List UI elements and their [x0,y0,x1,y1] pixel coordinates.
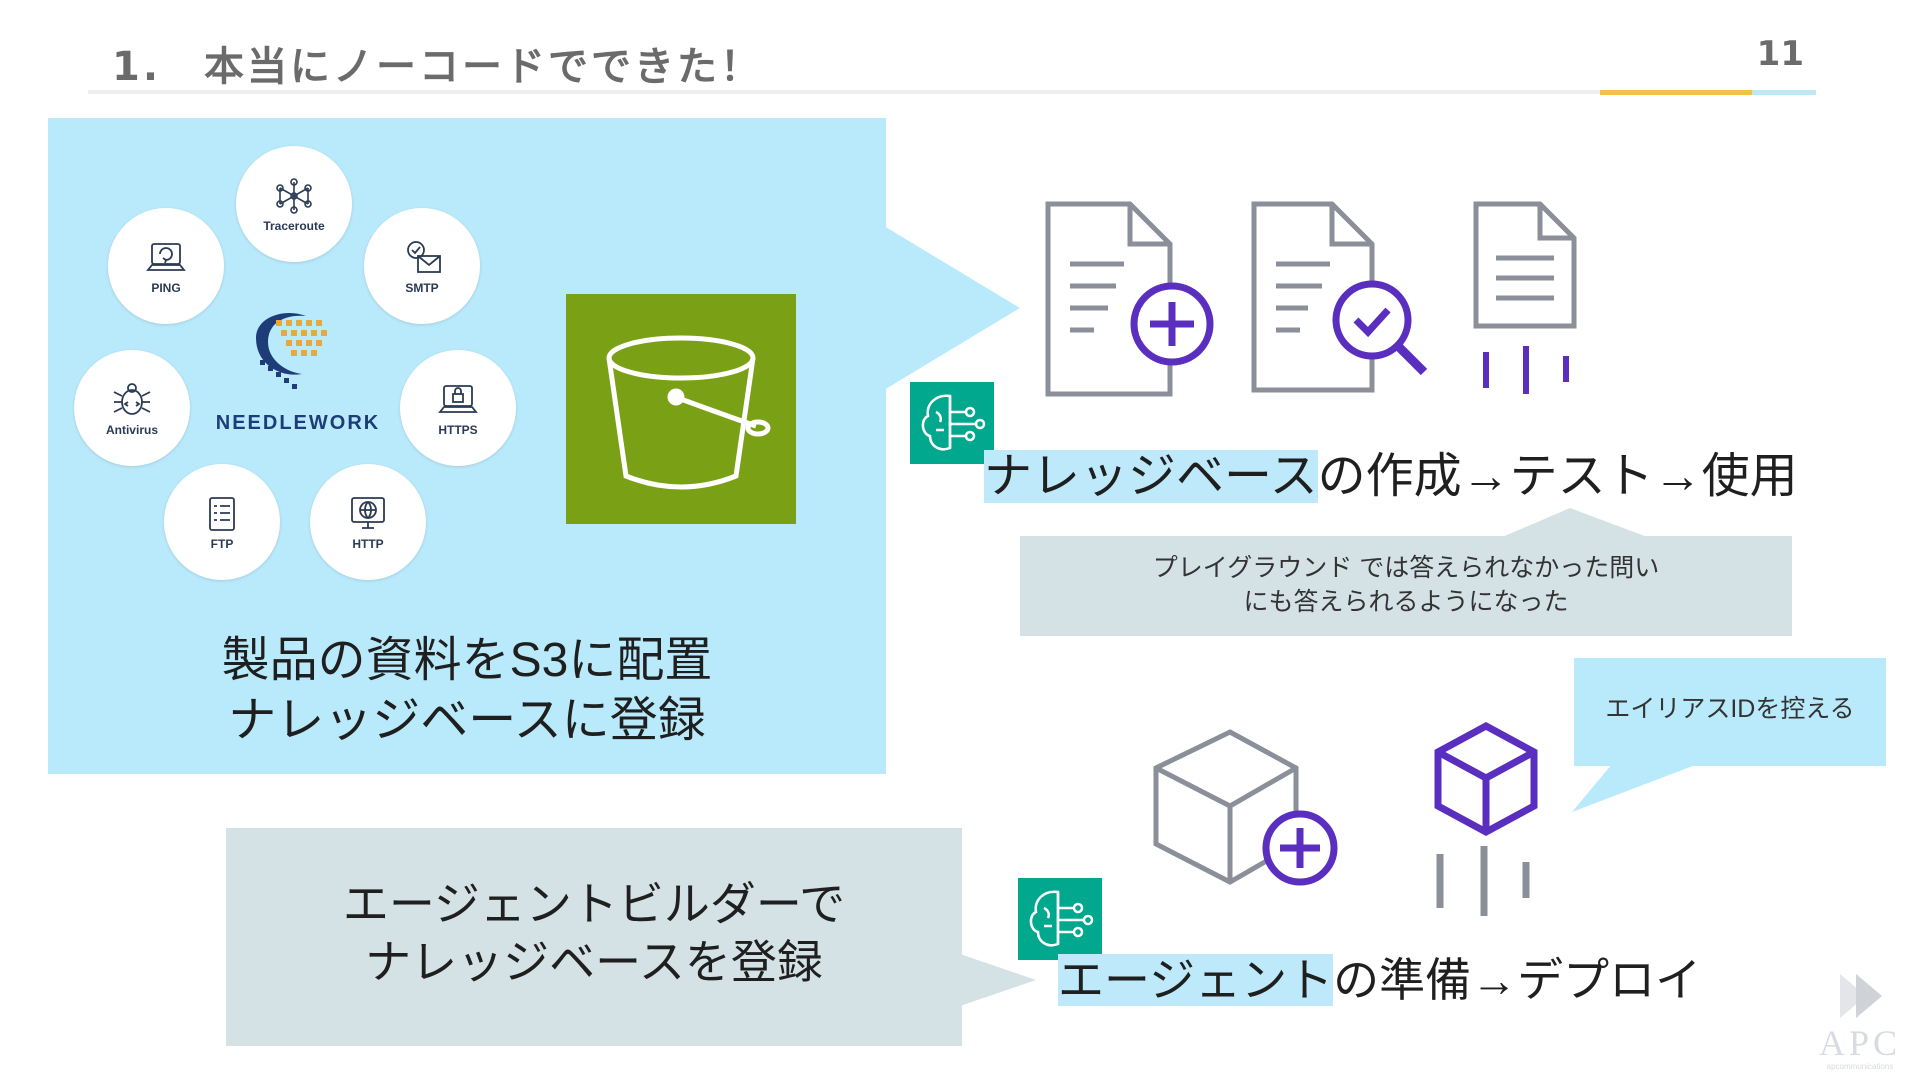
bedrock-tile-upper [910,382,994,464]
kb-note-line1: プレイグラウンド では答えられなかった問い [1152,554,1660,582]
header-rule [88,90,1816,94]
mail-check-icon [407,240,441,273]
network-icon [276,177,312,214]
apc-logo-text: APC [1818,1023,1902,1063]
kb-note-box [1020,536,1792,636]
s3-bucket-icon [606,335,771,490]
builder-callout-pointer [960,954,1036,1006]
needlework-logo-icon [256,312,327,389]
file-list-icon [209,496,235,531]
laptop-refresh-icon [146,242,186,271]
apc-arrow-icon [1840,974,1882,1018]
protocol-ping: PING [108,208,224,324]
needlework-logo-text: NEEDLEWORK [215,412,381,434]
builder-line2: ナレッジベースを登録 [365,936,823,988]
kb-flow-heading: ナレッジベースの作成→テスト→使用 [984,446,1798,508]
kb-note-line2: にも答えられるようになった [1243,588,1569,616]
header-rule-accent-yellow [1600,90,1752,95]
alias-note-text: エイリアスIDを控える [1605,695,1855,723]
bedrock-brain-icon [1029,890,1094,947]
document-search-icon [1251,201,1428,393]
protocol-label: SMTP [405,280,439,295]
globe-monitor-icon [351,496,385,529]
slide-title: 1. 本当にノーコードでできた！ [112,44,764,90]
kb-caption-line2: ナレッジベースに登録 [228,694,706,747]
bedrock-brain-icon [921,394,986,451]
cube-add-icon [1153,729,1338,886]
document-deploy-icon [1473,201,1577,394]
agent-flow-rest: の準備→デプロイ [1333,954,1702,1006]
protocol-ftp: FTP [164,464,280,580]
builder-line1: エージェントビルダーで [342,878,846,930]
header-rule-accent-blue [1752,90,1816,95]
kb-callout-pointer [884,226,1020,390]
protocol-label: HTTPS [438,422,478,437]
kb-caption-line1: 製品の資料をS3に配置 [221,634,713,687]
laptop-lock-icon [438,384,478,413]
kb-flow-rest: の作成→テスト→使用 [1317,450,1798,503]
apc-logo-sub: apcommunications [1826,1062,1894,1071]
protocol-label: PING [151,280,181,295]
protocol-traceroute: Traceroute [236,146,352,262]
protocol-label: Antivirus [105,422,158,437]
kb-flow-highlight: ナレッジベース [984,450,1318,503]
protocol-label: Traceroute [263,218,325,233]
s3-tile [566,294,796,524]
agent-flow-highlight: エージェント [1058,954,1334,1006]
kb-note-pointer [1500,508,1650,538]
bug-icon [113,382,151,415]
protocol-https: HTTPS [400,350,516,466]
protocol-antivirus: Antivirus [74,350,190,466]
alias-note-pointer [1572,764,1698,812]
protocol-smtp: SMTP [364,208,480,324]
protocol-label: FTP [210,536,234,551]
protocol-label: HTTP [352,536,384,551]
document-add-icon [1045,201,1214,397]
needlework-cluster: Traceroute PING SMTP [70,146,530,586]
cube-deploy-icon [1434,722,1538,916]
page-number: 11 [1756,34,1804,74]
protocol-http: HTTP [310,464,426,580]
builder-callout-panel [226,828,962,1046]
alias-note-box [1574,658,1886,766]
agent-flow-heading: エージェントの準備→デプロイ [1058,950,1701,1010]
bedrock-tile-lower [1018,878,1102,960]
